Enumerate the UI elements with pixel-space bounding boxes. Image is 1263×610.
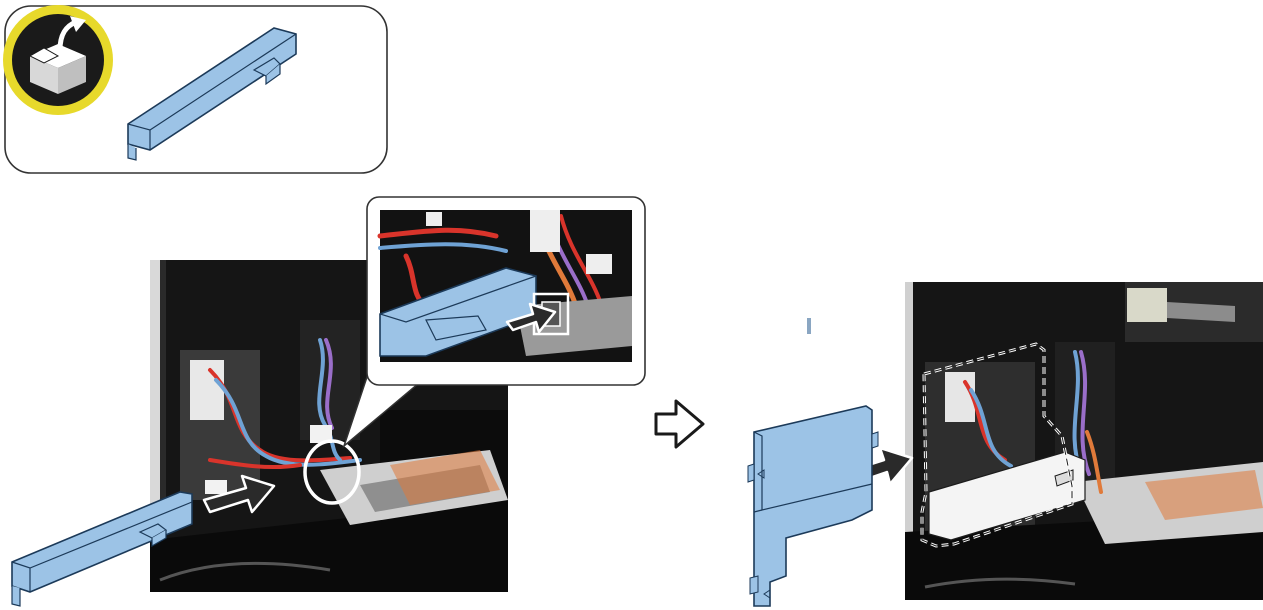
blue-side-cover-part — [740, 400, 880, 610]
blue-harness-cover-part — [0, 480, 200, 610]
unpack-box-icon — [3, 5, 113, 115]
hook-arrow-icon — [505, 300, 559, 336]
next-step-arrow-icon — [652, 398, 708, 450]
reference-tick — [807, 318, 811, 334]
harness-clip-closeup-photo — [366, 196, 646, 386]
parts-box — [0, 0, 392, 180]
installed-cover-dashed-outline — [912, 336, 1092, 556]
insert-arrow-icon — [200, 470, 280, 520]
